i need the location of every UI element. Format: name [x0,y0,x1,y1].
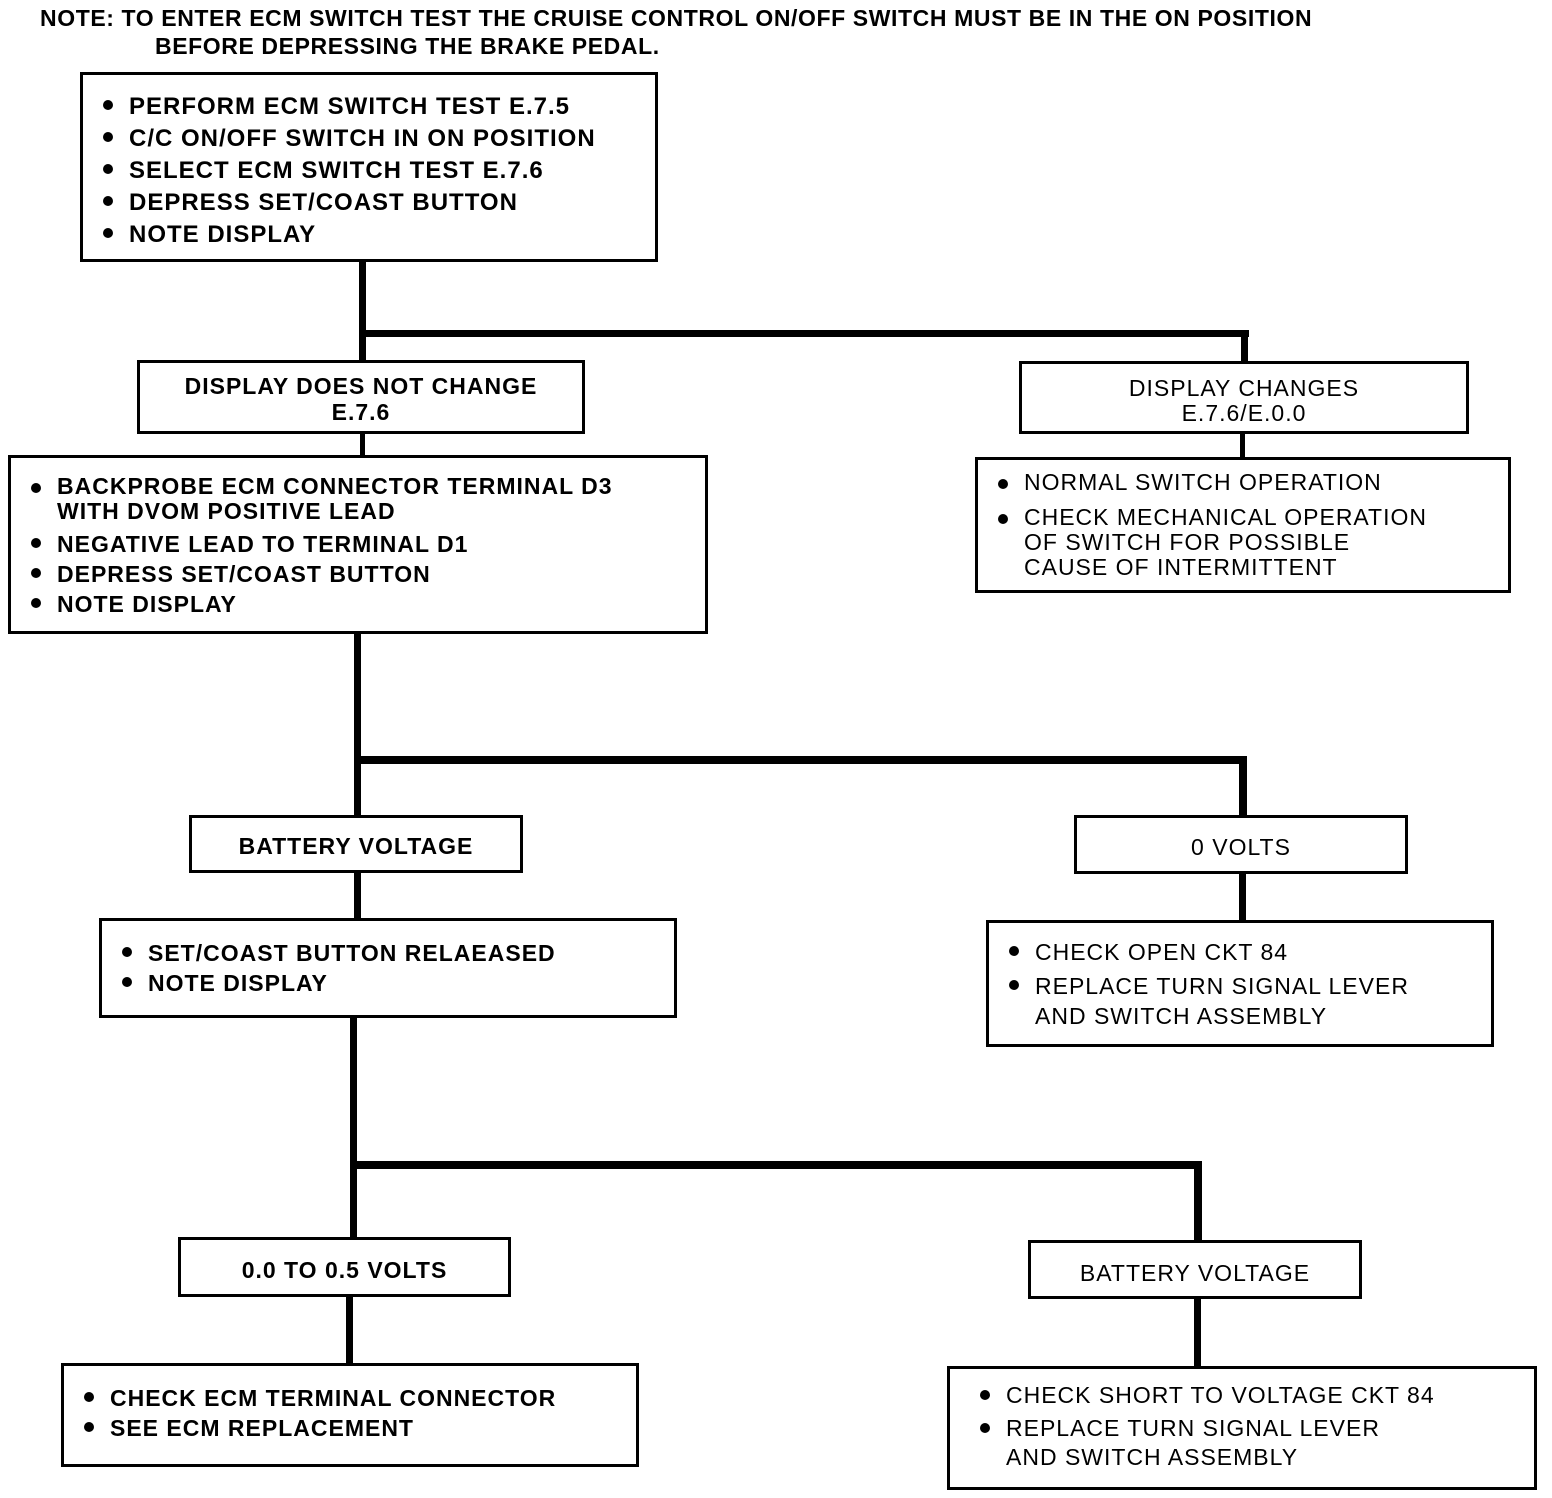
normal-item: NORMAL SWITCH OPERATION [994,470,1500,495]
display-no-change-code: E.7.6 [331,399,391,425]
connector-branch1-right-down [1241,330,1248,362]
connector-start-down [359,260,366,360]
released-item: NOTE DISPLAY [118,968,666,998]
display-changes-box: DISPLAY CHANGES E.7.6/E.0.0 [1019,361,1469,434]
display-no-change-label: DISPLAY DOES NOT CHANGE [184,373,538,399]
start-item: DEPRESS SET/COAST BUTTON [99,187,647,219]
low-voltage-label: 0.0 TO 0.5 VOLTS [241,1257,448,1283]
start-item: NOTE DISPLAY [99,219,647,251]
ecm-check-box: CHECK ECM TERMINAL CONNECTOR SEE ECM REP… [61,1363,639,1467]
open-circuit-item: CHECK OPEN CKT 84 [1005,937,1483,967]
backprobe-item: DEPRESS SET/COAST BUTTON [27,559,697,589]
backprobe-procedure-box: BACKPROBE ECM CONNECTOR TERMINAL D3 WITH… [8,455,708,634]
note-line-1: NOTE: TO ENTER ECM SWITCH TEST THE CRUIS… [40,5,1313,31]
zero-volts-box: 0 VOLTS [1074,815,1408,874]
released-item: SET/COAST BUTTON RELAEASED [118,938,666,968]
connector-left1-down [360,432,365,456]
connector-step3-down [350,1015,357,1240]
zero-volts-label: 0 VOLTS [1191,834,1291,860]
connector-lowv-down [346,1294,353,1366]
start-item: C/C ON/OFF SWITCH IN ON POSITION [99,123,647,155]
short-circuit-box: CHECK SHORT TO VOLTAGE CKT 84 REPLACE TU… [947,1366,1537,1490]
battery-voltage-label-2: BATTERY VOLTAGE [1079,1260,1311,1286]
display-no-change-box: DISPLAY DOES NOT CHANGE E.7.6 [137,360,585,434]
open-circuit-item: REPLACE TURN SIGNAL LEVER AND SWITCH ASS… [1005,971,1483,1031]
normal-operation-box: NORMAL SWITCH OPERATION CHECK MECHANICAL… [975,457,1511,593]
backprobe-item: BACKPROBE ECM CONNECTOR TERMINAL D3 WITH… [27,474,697,524]
start-procedure-box: PERFORM ECM SWITCH TEST E.7.5 C/C ON/OFF… [80,72,658,262]
ecm-check-item: CHECK ECM TERMINAL CONNECTOR [80,1383,628,1413]
connector-branch3-horizontal [350,1161,1202,1169]
battery-voltage-label-1: BATTERY VOLTAGE [238,833,474,859]
battery-voltage-box-1: BATTERY VOLTAGE [189,815,523,873]
connector-branch1-horizontal [359,330,1249,337]
ecm-check-item: SEE ECM REPLACEMENT [80,1413,628,1443]
backprobe-item: NEGATIVE LEAD TO TERMINAL D1 [27,529,697,559]
connector-branch2-right-down [1239,756,1247,818]
normal-item: CHECK MECHANICAL OPERATION OF SWITCH FOR… [994,505,1500,580]
short-circuit-item: REPLACE TURN SIGNAL LEVER AND SWITCH ASS… [976,1414,1526,1472]
connector-branch3-right-down [1194,1161,1202,1243]
released-procedure-box: SET/COAST BUTTON RELAEASED NOTE DISPLAY [99,918,677,1018]
note-line-2: BEFORE DEPRESSING THE BRAKE PEDAL. [155,33,660,59]
connector-step2-down [354,632,361,817]
low-voltage-box: 0.0 TO 0.5 VOLTS [178,1237,511,1297]
connector-battery1-down [354,870,361,922]
connector-branch2-horizontal [354,756,1247,764]
start-item: PERFORM ECM SWITCH TEST E.7.5 [99,91,647,123]
connector-right1-down [1240,432,1245,459]
connector-0v-down [1239,872,1246,923]
connector-battery2-down [1194,1296,1201,1369]
display-changes-label: DISPLAY CHANGES [1128,375,1360,401]
short-circuit-item: CHECK SHORT TO VOLTAGE CKT 84 [976,1381,1526,1410]
display-changes-code: E.7.6/E.0.0 [1181,400,1307,426]
start-item: SELECT ECM SWITCH TEST E.7.6 [99,155,647,187]
backprobe-item: NOTE DISPLAY [27,589,697,619]
open-circuit-box: CHECK OPEN CKT 84 REPLACE TURN SIGNAL LE… [986,920,1494,1047]
battery-voltage-box-2: BATTERY VOLTAGE [1028,1240,1362,1299]
